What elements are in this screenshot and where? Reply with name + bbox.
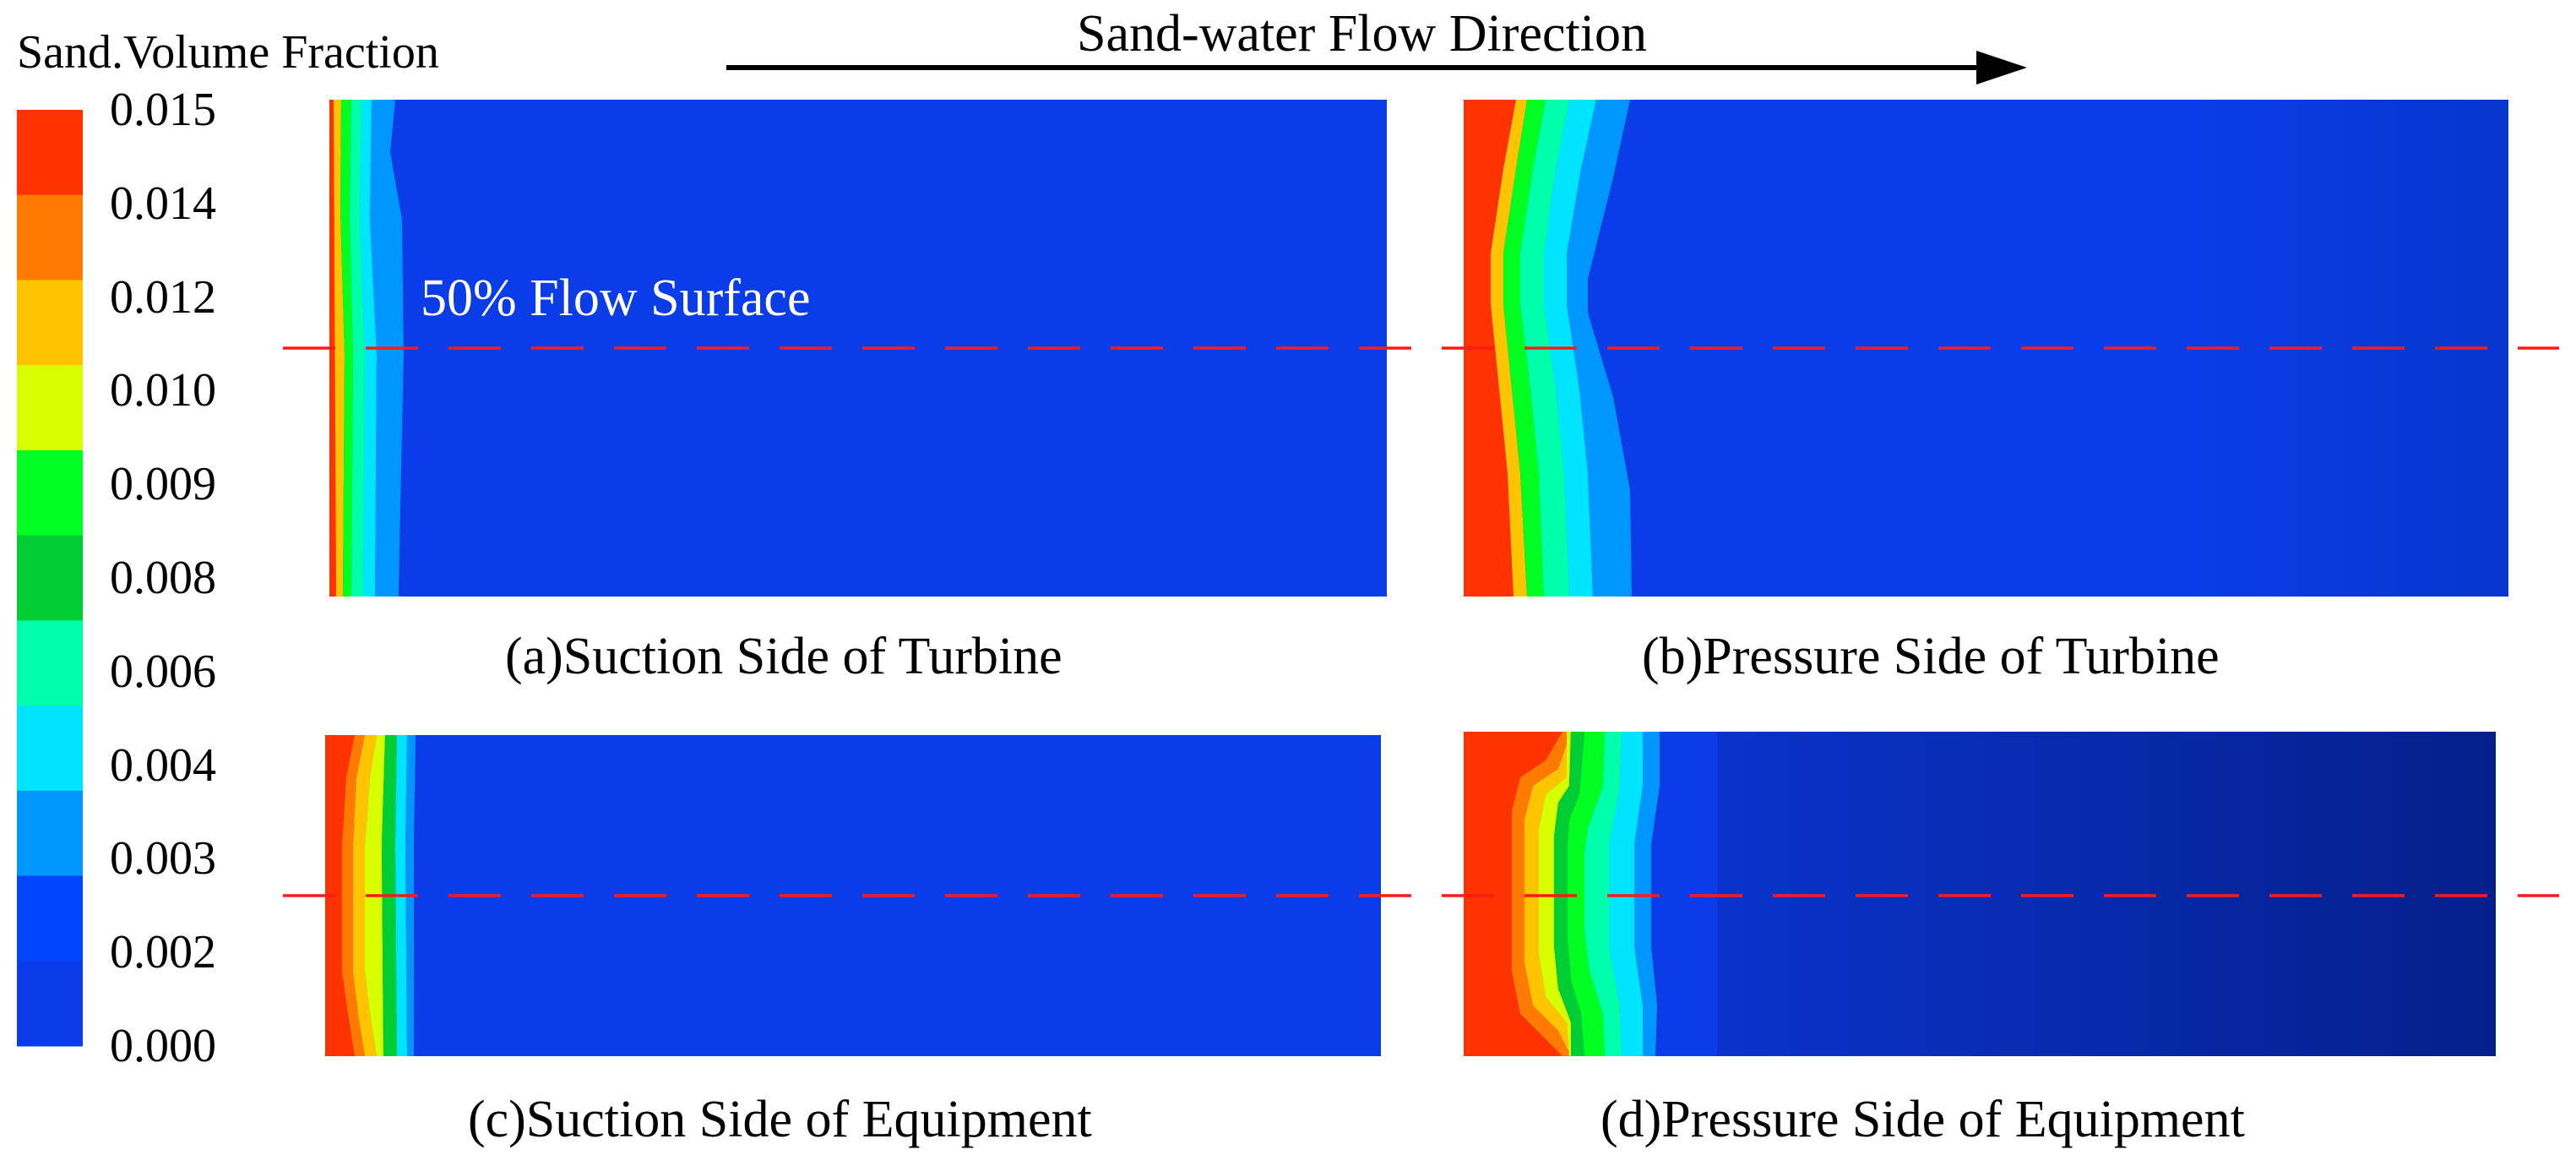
legend-tick-label: 0.010 xyxy=(110,364,216,417)
legend-color-bar xyxy=(17,110,83,1047)
legend-swatch xyxy=(17,961,83,1047)
legend-tick-label: 0.006 xyxy=(110,645,216,698)
legend-swatch xyxy=(17,535,83,621)
caption-panel-d: (d)Pressure Side of Equipment xyxy=(1600,1091,2245,1148)
flow-direction-label: Sand-water Flow Direction xyxy=(1077,5,1647,63)
legend-tick-label: 0.004 xyxy=(110,738,216,792)
legend-tick-label: 0.000 xyxy=(110,1020,216,1072)
legend-title: Sand.Volume Fraction xyxy=(17,26,439,79)
caption-panel-b: (b)Pressure Side of Turbine xyxy=(1642,628,2220,685)
caption-panel-a: (a)Suction Side of Turbine xyxy=(505,628,1062,685)
legend-swatch xyxy=(17,620,83,706)
panel-d-contour xyxy=(1464,732,2496,1056)
flow-direction-arrow xyxy=(726,51,2027,84)
legend-tick-label: 0.002 xyxy=(110,926,216,979)
legend-tick-label: 0.009 xyxy=(110,458,216,511)
legend-swatch xyxy=(17,110,83,196)
legend-swatch xyxy=(17,706,83,792)
legend-swatch xyxy=(17,194,83,281)
legend-swatch xyxy=(17,790,83,877)
legend-tick-label: 0.012 xyxy=(110,270,216,324)
legend-tick-label: 0.014 xyxy=(110,177,216,230)
legend-tick-label: 0.015 xyxy=(110,84,216,136)
legend-swatch xyxy=(17,450,83,537)
legend-tick-label: 0.008 xyxy=(110,552,216,604)
legend-swatch xyxy=(17,280,83,366)
legend-swatch xyxy=(17,875,83,962)
legend-tick-label: 0.003 xyxy=(110,832,216,885)
flow-surface-label: 50% Flow Surface xyxy=(421,270,811,327)
legend-swatch xyxy=(17,365,83,451)
caption-panel-c: (c)Suction Side of Equipment xyxy=(468,1091,1092,1148)
